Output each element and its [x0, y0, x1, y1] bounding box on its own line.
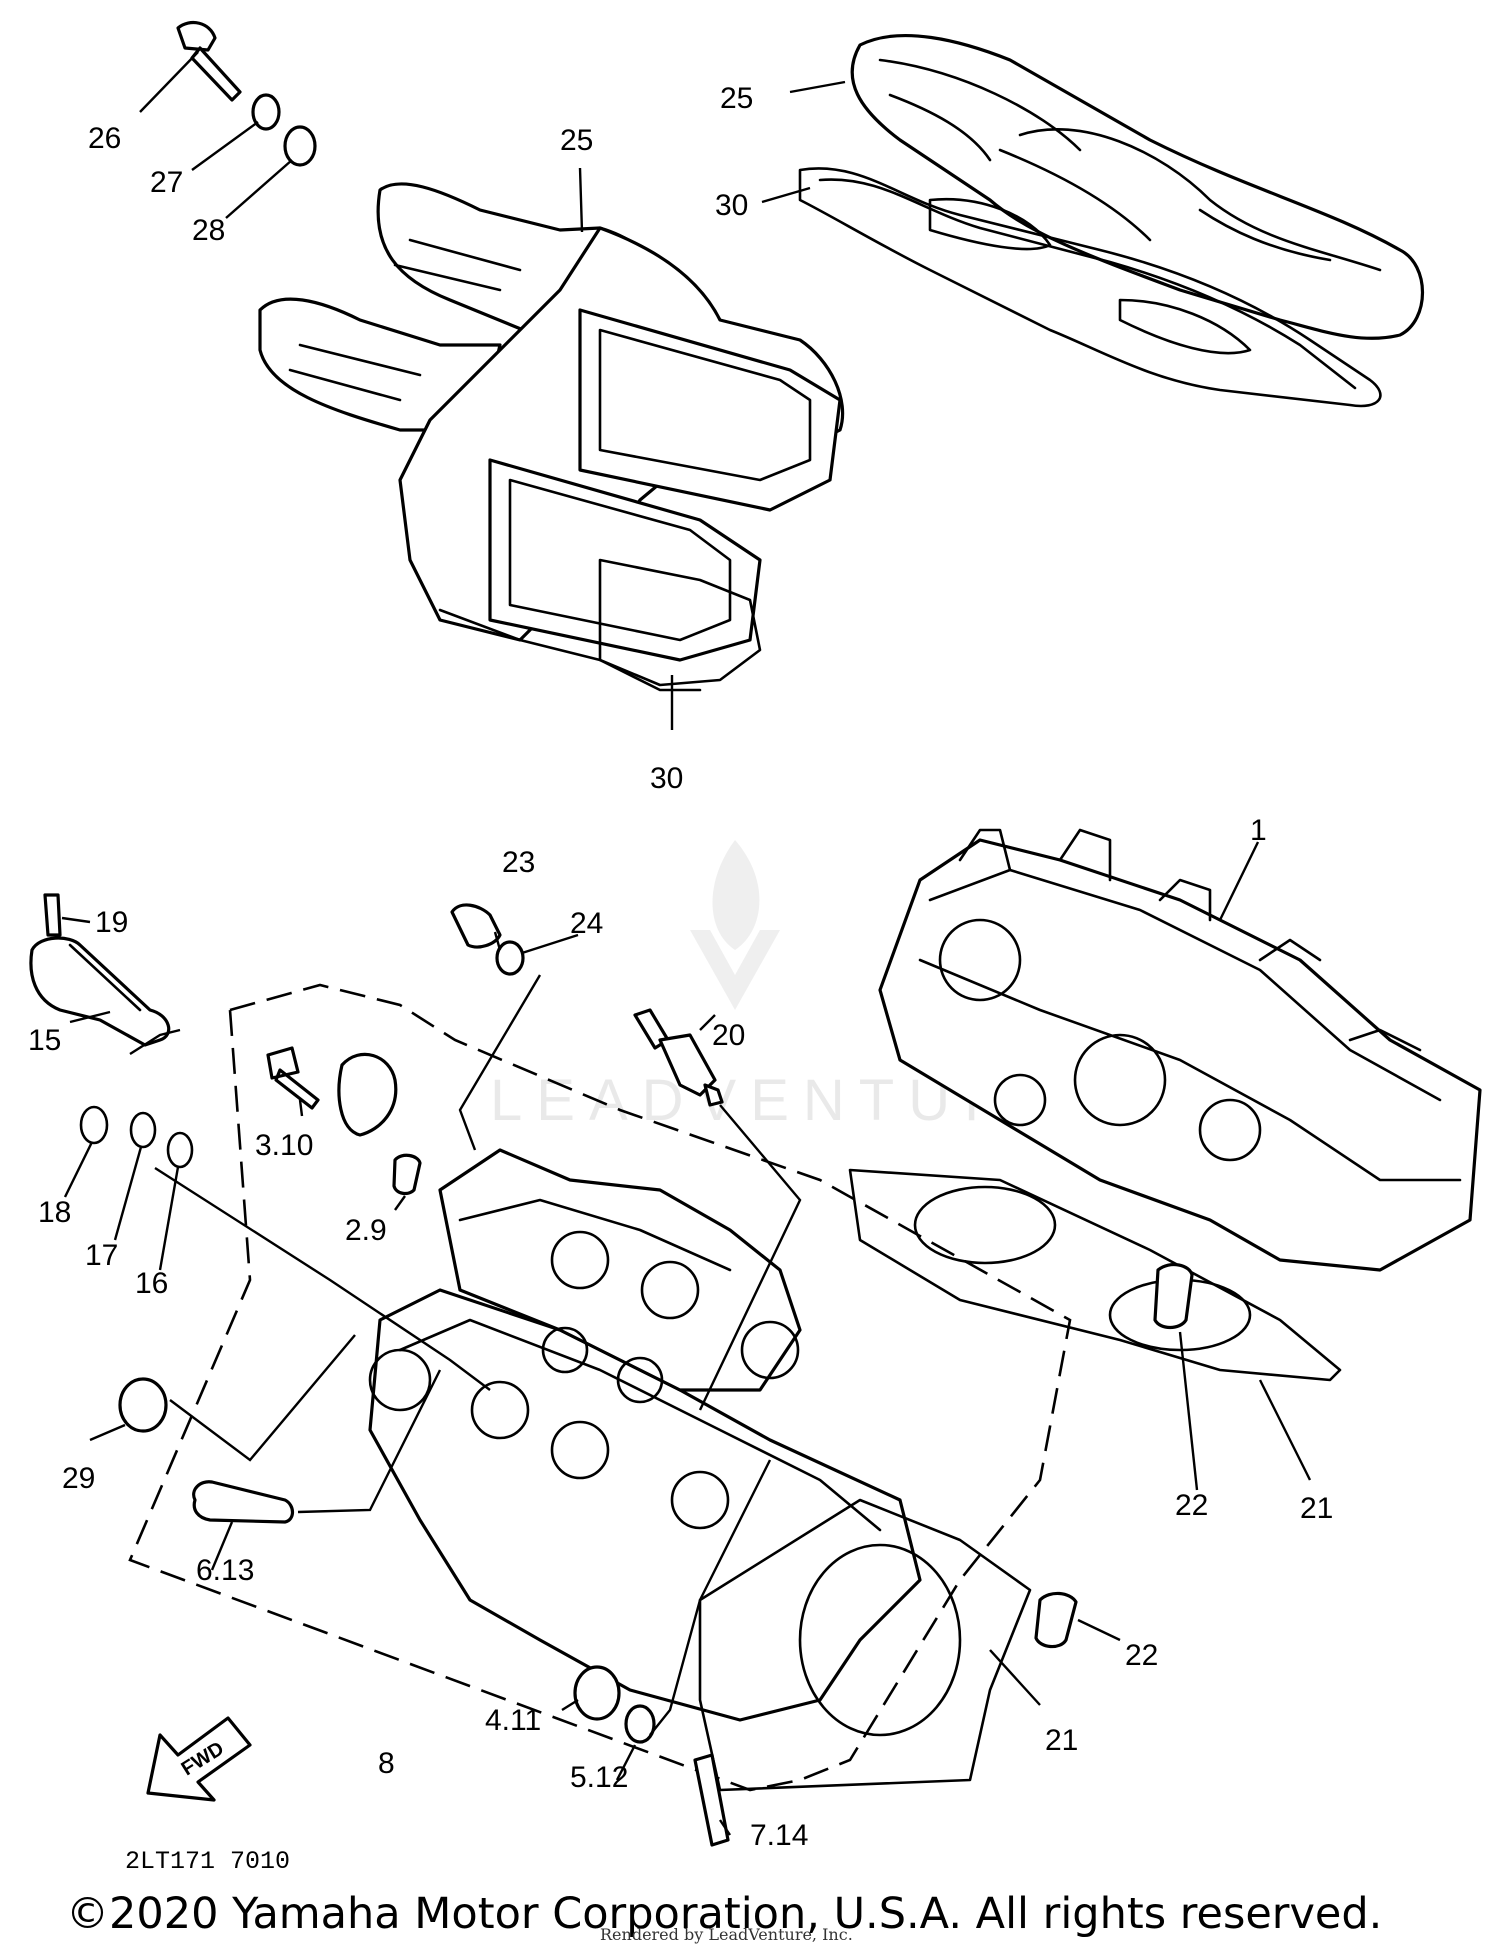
part-22-dowel-right [1153, 1262, 1194, 1330]
part-24-washer [495, 940, 525, 976]
part-29-cap [118, 1377, 168, 1433]
part-3-10-bolt [266, 1046, 320, 1110]
part-27-washer [251, 93, 281, 131]
callout-30-center: 30 [650, 762, 683, 795]
callout-5-12: 5.12 [570, 1761, 628, 1794]
callout-22-right: 22 [1175, 1489, 1208, 1522]
part-5-12-washer [624, 1704, 656, 1744]
callout-22-lower: 22 [1125, 1639, 1158, 1672]
part-7-14-stud [693, 1753, 730, 1847]
callout-4-11: 4.11 [485, 1704, 541, 1737]
part-28-washer [283, 125, 317, 167]
callout-labels: 1 2.9 3.10 4.11 5.12 6.13 7.14 8 15 16 1… [28, 82, 1333, 1852]
part-30-gasket-center [438, 558, 762, 692]
callout-26: 26 [88, 122, 121, 155]
callout-17: 17 [85, 1239, 118, 1272]
drawing-code: 2LT171 7010 [125, 1847, 290, 1876]
part-17-o-ring [129, 1111, 157, 1149]
part-16-o-ring [166, 1131, 194, 1169]
part-25-valve-cover-right [850, 34, 1425, 340]
callout-2-9: 2.9 [345, 1214, 387, 1247]
rendered-by-note: Rendered by LeadVenture, Inc. [600, 1925, 853, 1944]
callout-28: 28 [192, 214, 225, 247]
callout-8: 8 [378, 1747, 395, 1780]
part-22-dowel-lower [1034, 1591, 1078, 1649]
assembly-outline [128, 983, 1072, 1792]
part-26-bolt [176, 20, 242, 102]
callout-7-14: 7.14 [750, 1819, 808, 1852]
part-1-cylinder-head [878, 828, 1482, 1272]
part-19-screw [43, 893, 62, 937]
leader-lines [61, 51, 1312, 1836]
callout-23: 23 [502, 846, 535, 879]
callout-27: 27 [150, 166, 183, 199]
callout-21-lower: 21 [1045, 1724, 1078, 1757]
callout-29: 29 [62, 1462, 95, 1495]
cylinder-head-center [368, 1148, 922, 1722]
part-25-valve-cover-center [258, 182, 845, 662]
part-30-gasket-right [798, 167, 1382, 408]
fwd-arrow: FWD [146, 1716, 252, 1802]
part-20-spark-plug [633, 1008, 724, 1107]
callout-18: 18 [38, 1196, 71, 1229]
part-4-11-seal [573, 1665, 621, 1721]
callout-19: 19 [95, 906, 128, 939]
callout-15: 15 [28, 1024, 61, 1057]
callout-25-center: 25 [560, 124, 593, 157]
callout-6-13: 6.13 [196, 1554, 254, 1587]
callout-16: 16 [135, 1267, 168, 1300]
part-2-9-dowel [392, 1153, 422, 1196]
part-23-fitting [450, 903, 502, 949]
callout-30-right: 30 [715, 189, 748, 222]
cam-cap [337, 1052, 398, 1137]
part-18-o-ring [79, 1105, 109, 1145]
callout-24: 24 [570, 907, 603, 940]
part-6-13-guide [192, 1480, 295, 1524]
callout-25-right: 25 [720, 82, 753, 115]
callout-1: 1 [1250, 814, 1267, 847]
callout-21-right: 21 [1300, 1492, 1333, 1525]
callout-3-10: 3.10 [255, 1129, 313, 1162]
copyright-notice: ©2020 Yamaha Motor Corporation, U.S.A. A… [66, 1889, 1382, 1939]
callout-20: 20 [712, 1019, 745, 1052]
part-21-gasket-center [698, 1498, 1032, 1792]
